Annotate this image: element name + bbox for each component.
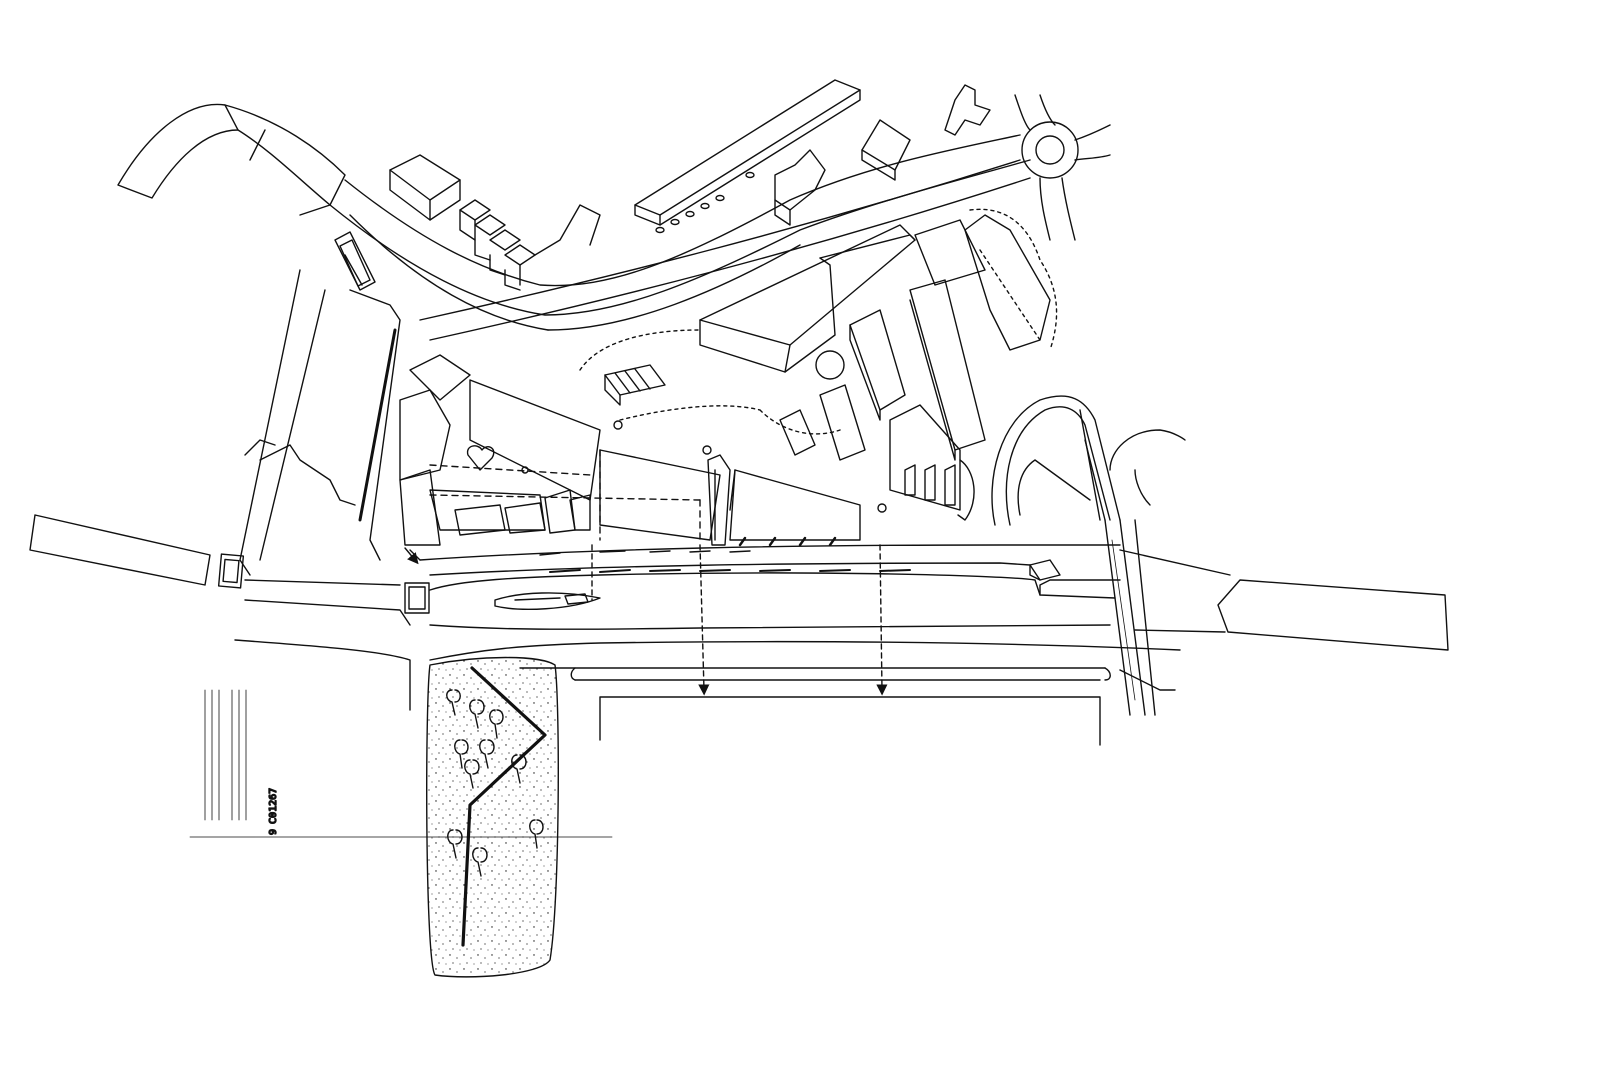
stepped-housing-row [454, 489, 591, 536]
central-slab-building [699, 224, 916, 373]
east-bridge [1104, 519, 1156, 716]
south-park-peninsula [426, 656, 559, 978]
east-canal-arm [1119, 549, 1449, 651]
west-canal-arm [29, 514, 211, 586]
heart-shaped-garden [466, 445, 495, 471]
courtyard-block [889, 404, 975, 521]
drawing-reference-label: 9C01267 [268, 788, 279, 835]
direction-arrow [404, 547, 419, 565]
tree-marker [702, 445, 712, 455]
angled-block-north [861, 119, 911, 181]
central-block-pair [599, 449, 861, 547]
small-building-east [1029, 559, 1061, 581]
quay-parked-cars [539, 550, 911, 573]
registration-marks [189, 689, 613, 838]
gridded-pavilion [604, 364, 666, 406]
section-drop-lines [591, 544, 888, 696]
apartment-slabs-east [779, 214, 1051, 461]
long-terrace-building [634, 79, 861, 226]
roundabout [1014, 94, 1111, 241]
south-bank-road [234, 639, 1181, 746]
northwest-bridge-ramp [117, 103, 346, 216]
stepped-housing-block [389, 154, 601, 291]
main-canal [244, 572, 1121, 630]
central-tower-feature [707, 454, 731, 546]
residential-tower [334, 231, 376, 291]
west-embankment-road [239, 269, 401, 576]
tree-marker [877, 503, 887, 513]
east-ramp-loop [991, 395, 1186, 526]
west-canal-lock [217, 553, 430, 614]
church-building [774, 149, 826, 226]
canal-boat [494, 592, 601, 610]
western-buildings [399, 354, 601, 546]
cross-shaped-block [944, 84, 991, 136]
tree-marker [613, 420, 623, 430]
small-marker [521, 466, 529, 474]
dashed-footpaths [429, 449, 701, 541]
diagonal-boulevard [419, 159, 1031, 341]
park-trees [446, 689, 544, 877]
parked-cars-north [655, 171, 755, 234]
circular-plaza [815, 350, 845, 380]
